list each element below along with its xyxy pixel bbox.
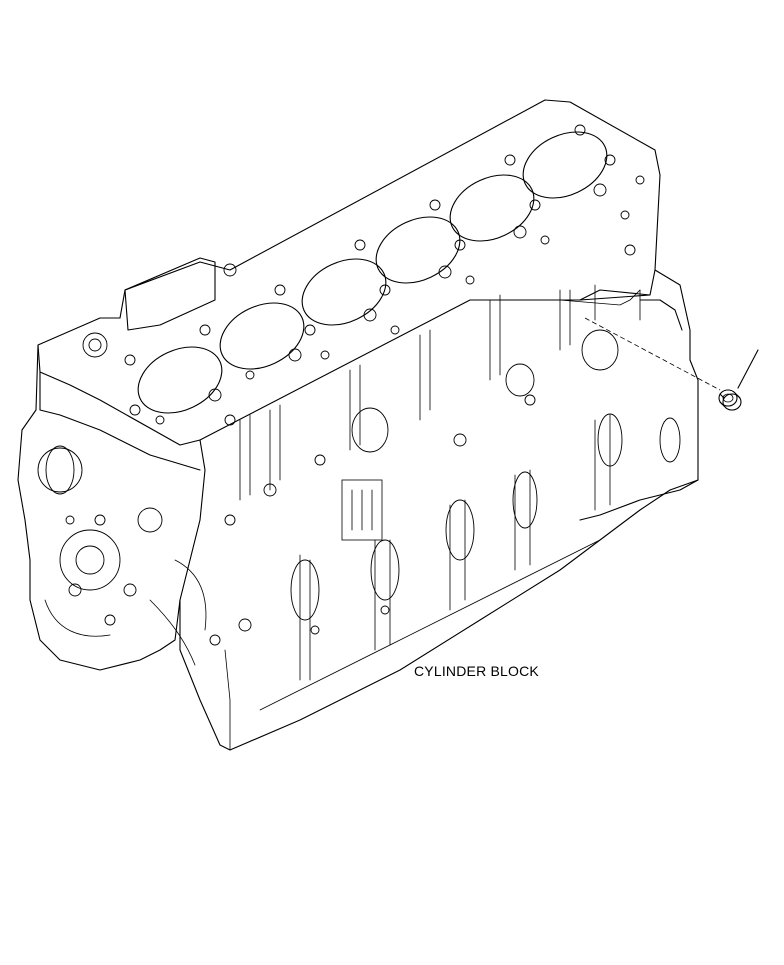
block-front-end	[17, 344, 207, 671]
callout-line	[737, 349, 759, 389]
cylinder-bores	[137, 131, 608, 414]
block-top-deck	[37, 99, 661, 446]
bore-6	[522, 131, 608, 199]
bore-3	[301, 258, 387, 326]
side-face-details	[209, 284, 681, 711]
bore-5	[449, 174, 535, 242]
bore-1	[137, 346, 223, 414]
deck-holes	[82, 124, 645, 426]
block-side-face	[179, 439, 699, 751]
plug-part	[718, 389, 742, 411]
bore-4	[375, 216, 461, 284]
bore-2	[219, 302, 305, 370]
leader-dashed-line	[584, 317, 721, 391]
cylinder-block-label: CYLINDER BLOCK	[414, 663, 539, 679]
block-right-end	[579, 269, 699, 521]
